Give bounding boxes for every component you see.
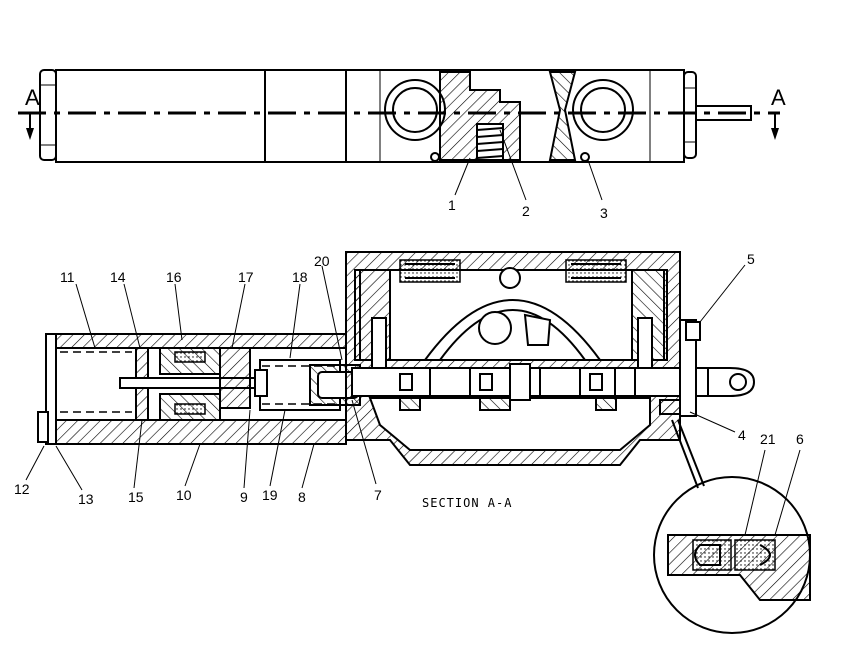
callout-19: 19	[262, 487, 278, 503]
callout-7: 7	[374, 487, 382, 503]
top-left-cap	[39, 69, 57, 161]
callout-20: 20	[314, 253, 330, 269]
callout-18: 18	[292, 269, 308, 285]
callout-2: 2	[522, 203, 530, 219]
cap-screw	[685, 321, 701, 341]
top-cylinder-housing	[55, 69, 347, 163]
callout-1: 1	[448, 197, 456, 213]
callout-10: 10	[176, 487, 192, 503]
callout-17: 17	[238, 269, 254, 285]
callout-13: 13	[78, 491, 94, 507]
callout-14: 14	[110, 269, 126, 285]
top-view: A A 1 2 3	[18, 69, 786, 221]
callout-21: 21	[760, 431, 776, 447]
section-view: SECTION A-A 11 14 16 17 18 20	[14, 251, 811, 634]
callout-15: 15	[128, 489, 144, 505]
callout-6: 6	[796, 431, 804, 447]
retainer	[219, 347, 251, 409]
spring-seat-right	[565, 259, 627, 283]
callout-11: 11	[60, 269, 75, 285]
callout-3: 3	[600, 205, 608, 221]
detail-view-content	[667, 534, 811, 601]
section-marker-left: A	[25, 85, 40, 110]
callout-5: 5	[747, 251, 755, 267]
section-marker-right: A	[771, 85, 786, 110]
right-cap	[679, 319, 697, 417]
callout-16: 16	[166, 269, 182, 285]
spring-seat-left	[399, 259, 461, 283]
cylinder-wall-top	[55, 333, 347, 349]
cylinder-wall-bottom	[55, 419, 347, 445]
top-right-cap	[683, 71, 697, 159]
cap-bolt	[37, 411, 49, 443]
section-title: SECTION A-A	[422, 496, 512, 510]
callout-8: 8	[298, 489, 306, 505]
callout-9: 9	[240, 489, 248, 505]
top-right-port	[572, 79, 634, 141]
callout-4: 4	[738, 427, 746, 443]
center-port	[478, 311, 512, 345]
callout-12: 12	[14, 481, 30, 497]
